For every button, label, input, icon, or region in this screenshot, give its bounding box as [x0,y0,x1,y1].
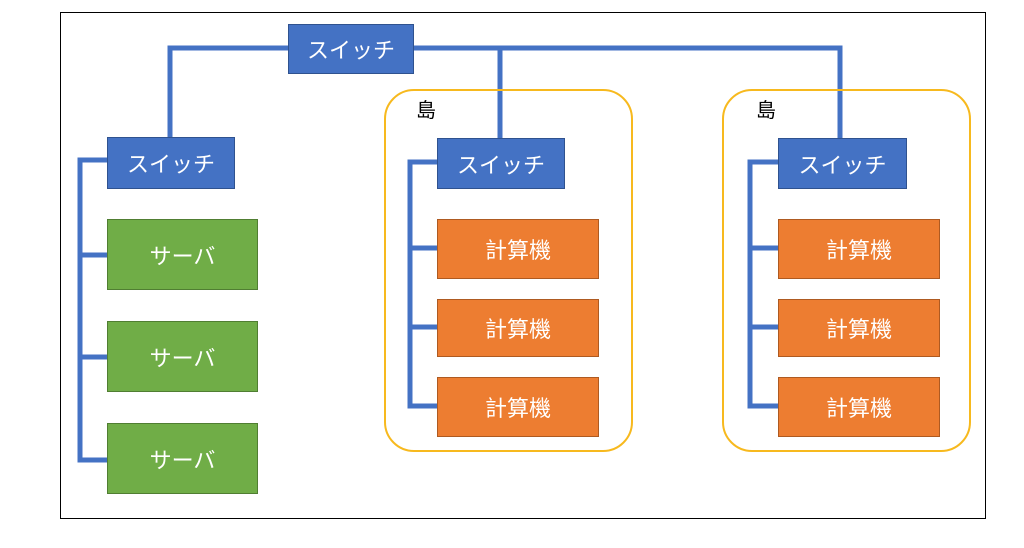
island-2-label: 島 [756,98,776,122]
island-1-label: 島 [416,98,436,122]
wire-top-to-left-switch [167,45,293,143]
wire-top-to-island2-switch [497,45,843,143]
island-2-computer-3: 計算機 [778,377,940,437]
server-node-2: サーバ [107,321,258,392]
island-1-switch: スイッチ [437,138,565,189]
island-1 [384,89,633,452]
server-node-1: サーバ [107,219,258,290]
island-2-computer-1: 計算機 [778,219,940,279]
island-2-computer-2: 計算機 [778,299,940,357]
server-group-switch: スイッチ [107,137,235,189]
server-node-3: サーバ [107,423,258,494]
wire-island2-trunk [747,159,781,409]
wire-island1-trunk [407,159,440,409]
island-1-computer-2: 計算機 [437,299,599,357]
wire-left-trunk [77,157,111,463]
island-1-computer-3: 計算機 [437,377,599,437]
island-2 [722,89,971,452]
island-1-computer-1: 計算機 [437,219,599,279]
island-2-switch: スイッチ [778,138,907,189]
top-switch: スイッチ [288,24,414,74]
